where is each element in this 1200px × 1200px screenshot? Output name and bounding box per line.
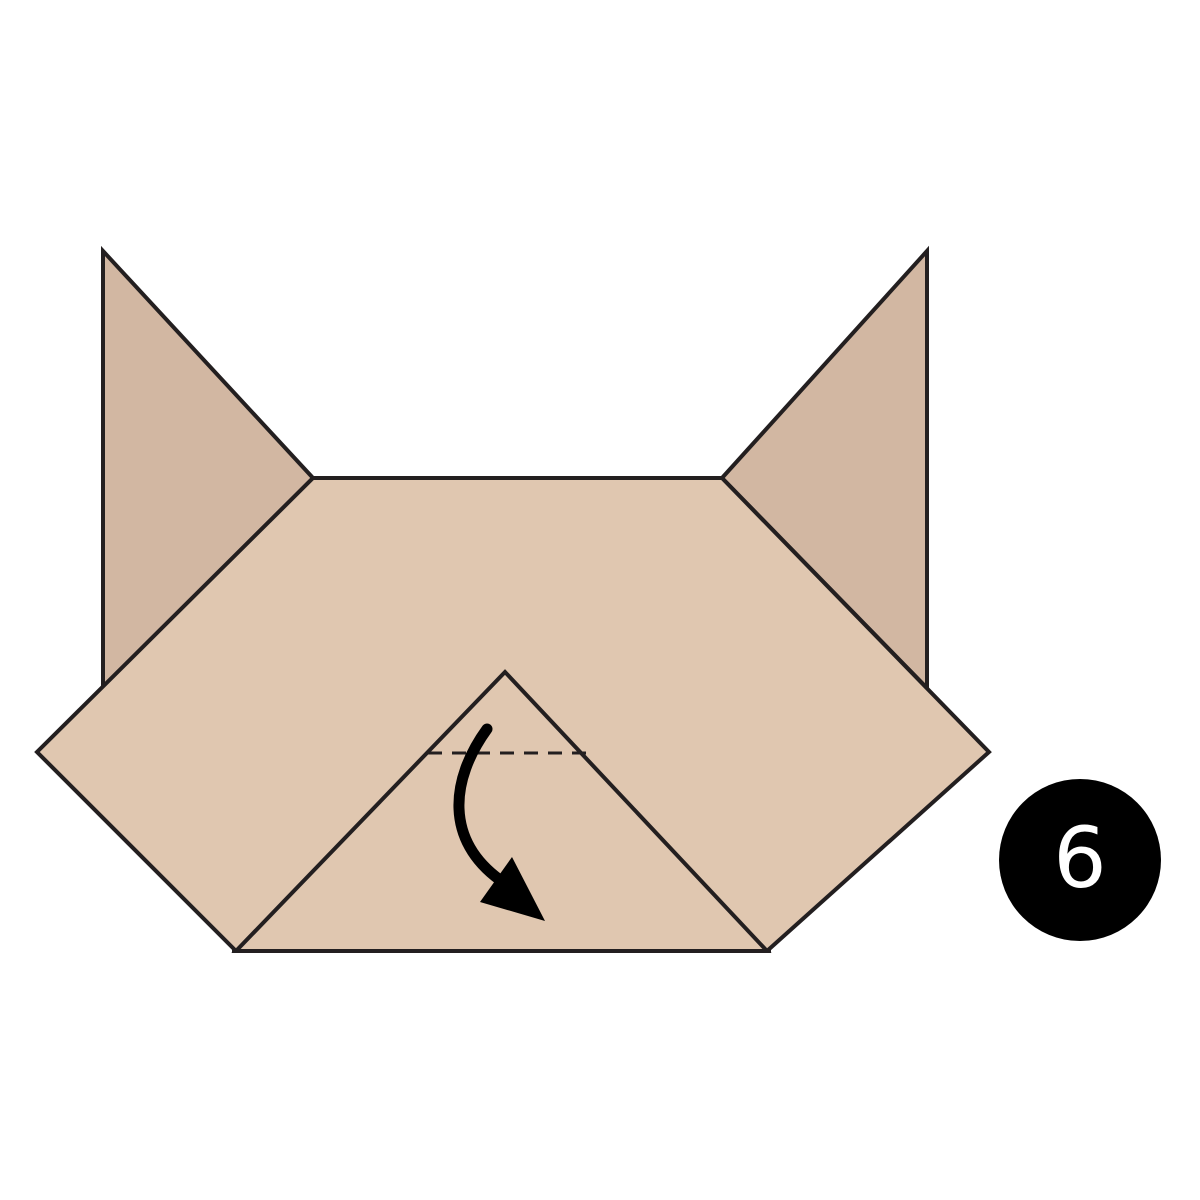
curved-arrow-down-icon <box>453 723 545 921</box>
step-number: 6 <box>1053 809 1107 907</box>
step-number-badge: 6 <box>999 779 1161 941</box>
